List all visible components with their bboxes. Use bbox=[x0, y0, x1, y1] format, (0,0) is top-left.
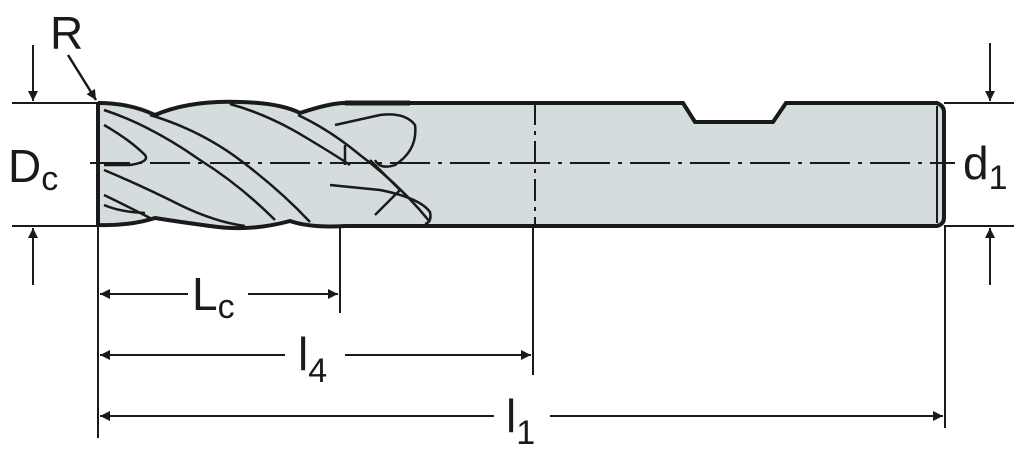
shank-outline bbox=[345, 101, 946, 228]
label-r-main: R bbox=[50, 7, 84, 59]
label-l4-sub: 4 bbox=[308, 352, 328, 390]
label-d1: d1 bbox=[963, 137, 1008, 195]
tool-body bbox=[96, 99, 946, 231]
label-d1-main: d bbox=[963, 137, 989, 189]
label-d1-sub: 1 bbox=[988, 159, 1008, 197]
label-l4: l4 bbox=[298, 328, 327, 388]
extension-lines bbox=[12, 102, 1014, 438]
label-l1-main: l bbox=[506, 390, 517, 442]
label-lc-main: L bbox=[192, 268, 218, 320]
label-r: R bbox=[50, 10, 83, 56]
r-arrow bbox=[66, 54, 98, 101]
label-l1-sub: 1 bbox=[516, 414, 536, 452]
label-dc-sub: c bbox=[41, 160, 59, 198]
label-lc: Lc bbox=[192, 268, 235, 324]
label-lc-sub: c bbox=[217, 288, 235, 326]
label-dc-main: D bbox=[8, 140, 42, 192]
flute-outline bbox=[97, 99, 346, 118]
label-dc: Dc bbox=[8, 140, 58, 196]
shank bbox=[345, 103, 944, 226]
label-l4-main: l bbox=[298, 328, 309, 380]
label-l1: l1 bbox=[506, 390, 535, 450]
flute-section bbox=[98, 101, 410, 229]
